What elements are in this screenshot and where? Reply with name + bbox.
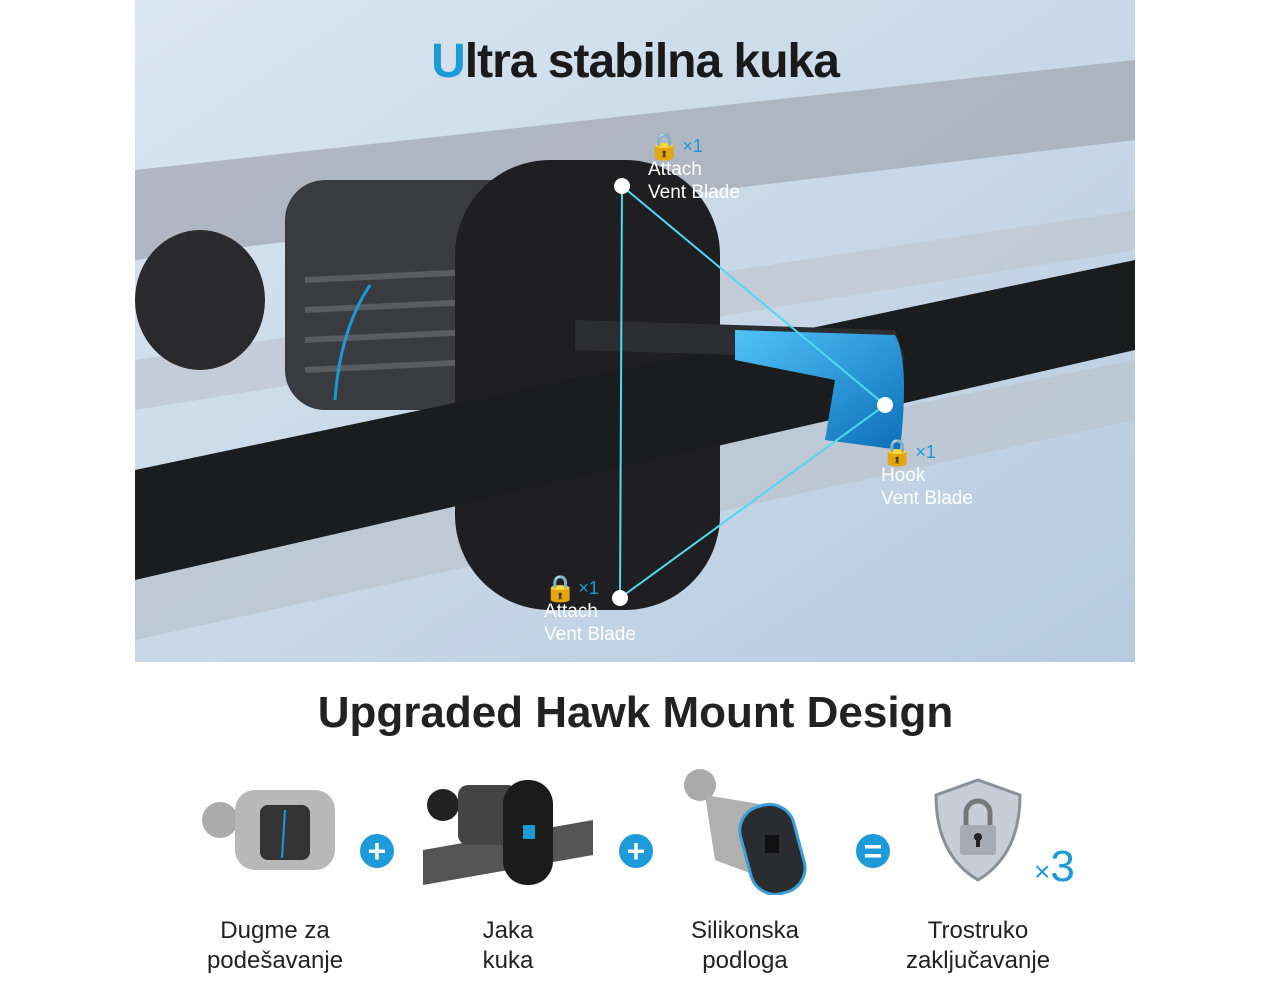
title-text: ltra stabilna kuka (464, 35, 840, 88)
feature-label-line2: podešavanje (206, 947, 344, 974)
lock-icon: 🔒 (544, 573, 577, 603)
title-accent-letter: U (431, 35, 466, 88)
callout-attach-top: 🔒×1 Attach Vent Blade (648, 128, 740, 204)
feature-silicone-pad: Silikonska podloga (645, 760, 845, 976)
callout-line1: Attach (544, 601, 598, 622)
design-title: Upgraded Hawk Mount Design (317, 688, 954, 737)
callout-hook: 🔒×1 Hook Vent Blade (881, 434, 973, 510)
feature-label-line1: Trostruko (927, 917, 1029, 944)
feature-label-line2: podloga (702, 947, 788, 974)
feature-label-line1: Dugme za (220, 917, 330, 944)
silicone-pad-icon (684, 769, 807, 895)
feature-label-line1: Silikonska (690, 917, 800, 944)
lock-count: ×1 (682, 136, 703, 156)
adjust-knob-icon (202, 790, 335, 870)
feature-adjust-button: Dugme za podešavanje (175, 760, 375, 976)
callout-line2: Vent Blade (648, 182, 740, 203)
hook-mount-icon (423, 780, 593, 885)
feature-label-line2: zaključavanje (905, 947, 1051, 974)
lock-icon: 🔒 (881, 437, 914, 467)
hero-image: Ultra stabilna kuka 🔒×1 Attach Vent Blad… (135, 0, 1135, 662)
callout-line1: Attach (648, 159, 702, 180)
lock-icon: 🔒 (648, 131, 681, 161)
feature-strong-hook: Jaka kuka (408, 760, 608, 976)
feature-triple-lock: Trostruko zaključavanje (878, 760, 1078, 976)
multiplier: ×3 (1034, 842, 1075, 892)
callout-line2: Vent Blade (544, 624, 636, 645)
feature-label-line1: Jaka (482, 917, 534, 944)
plus-icon: + (619, 834, 653, 868)
plus-icon: + (360, 834, 394, 868)
shield-lock-icon (934, 778, 1022, 882)
feature-label-line2: kuka (482, 947, 534, 974)
callout-line1: Hook (881, 465, 926, 486)
lock-count: ×1 (578, 578, 599, 598)
equals-icon: = (856, 834, 890, 868)
multiplier-value: 3 (1050, 842, 1075, 891)
callout-attach-bottom: 🔒×1 Attach Vent Blade (544, 570, 636, 646)
vent-mount-illustration (135, 0, 1135, 662)
hero-title: Ultra stabilna kuka (135, 34, 1135, 89)
multiplier-symbol: × (1034, 856, 1051, 887)
callout-line2: Vent Blade (881, 488, 973, 509)
lock-count: ×1 (915, 442, 936, 462)
